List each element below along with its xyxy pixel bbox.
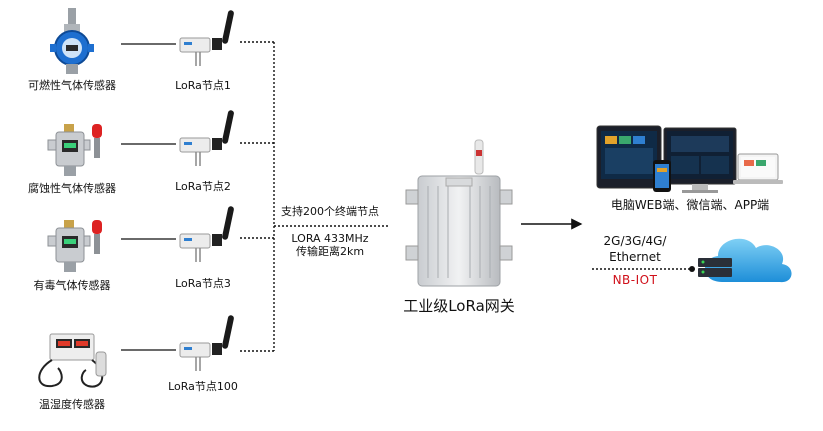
link-capacity-label: 支持200个终端节点 — [281, 205, 379, 218]
cloud-server-icon — [698, 238, 792, 283]
node-label: LoRa节点1 — [175, 79, 231, 92]
platforms-label: 电脑WEB端、微信端、APP端 — [610, 198, 770, 212]
lora-node-icon — [179, 110, 234, 166]
lora-wireless-links — [240, 41, 388, 352]
ethernet-label: Ethernet — [609, 250, 661, 264]
lora-node-icon — [179, 315, 234, 371]
toxic-gas-sensor-icon — [47, 220, 102, 272]
combustible-gas-sensor-icon — [50, 8, 94, 74]
gateway-label: 工业级LoRa网关 — [403, 297, 515, 315]
link-distance-label: 传输距离2km — [295, 245, 365, 258]
lora-node-icon — [179, 206, 234, 262]
phone-icon — [653, 160, 671, 192]
monitor-icon — [596, 125, 662, 189]
node-label: LoRa节点100 — [168, 380, 238, 393]
sensor-label: 可燃性气体传感器 — [28, 79, 116, 92]
nbiot-label: NB-IOT — [612, 273, 658, 287]
lora-node-icon — [179, 10, 234, 66]
node-label: LoRa节点3 — [175, 277, 231, 290]
sensor-label: 有毒气体传感器 — [33, 279, 111, 292]
node-label: LoRa节点2 — [175, 180, 231, 193]
lora-gateway-icon — [405, 139, 513, 287]
link-frequency-label: LORA 433MHz — [291, 232, 369, 245]
temp-humidity-sensor-icon — [38, 333, 107, 388]
network-type-label: 2G/3G/4G/ — [603, 234, 667, 248]
laptop-icon — [733, 153, 783, 184]
sensor-label: 腐蚀性气体传感器 — [28, 182, 116, 195]
corrosive-gas-sensor-icon — [47, 124, 102, 176]
sensor-label: 温湿度传感器 — [39, 398, 105, 411]
display-icon — [663, 127, 737, 193]
